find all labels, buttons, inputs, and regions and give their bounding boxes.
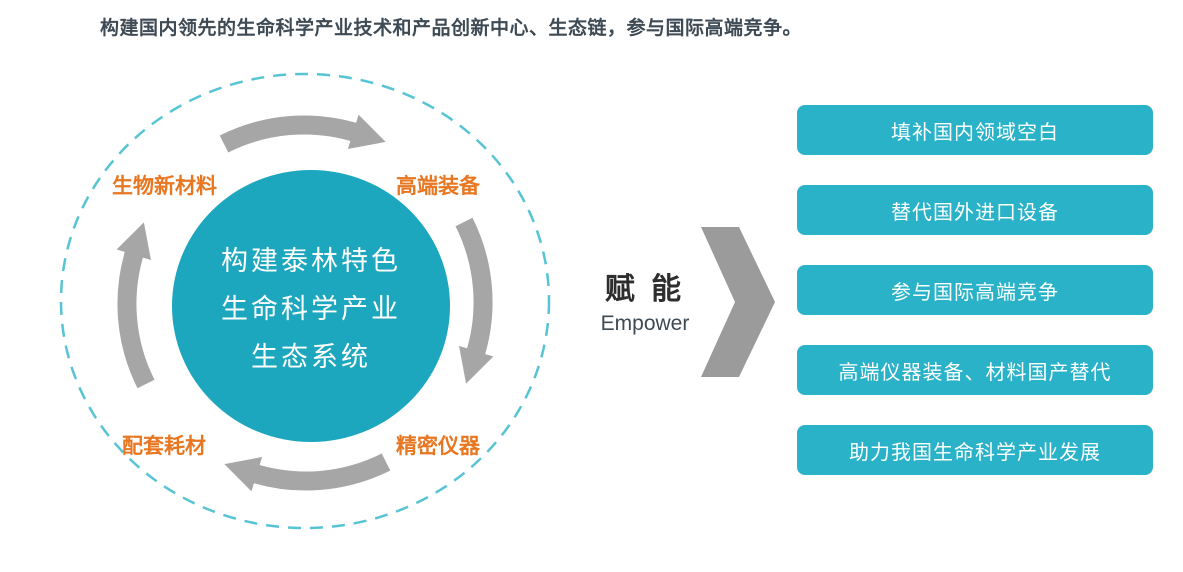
cycle-arrow-left-icon xyxy=(116,222,155,389)
cycle-label-precision-instruments: 精密仪器 xyxy=(396,435,480,458)
cycle-label-bio-materials: 生物新材料 xyxy=(112,175,217,198)
outcome-box: 助力我国生命科学产业发展 xyxy=(797,425,1153,475)
center-line-1: 构建泰林特色 xyxy=(221,245,401,276)
outcome-box: 参与国际高端竞争 xyxy=(797,265,1153,315)
empower-label-group: 赋 能 Empower xyxy=(590,264,700,336)
cycle-arrow-bottom-icon xyxy=(224,453,391,492)
chevron-right-icon xyxy=(701,227,775,377)
center-line-2: 生命科学产业 xyxy=(221,293,401,324)
outcome-box: 填补国内领域空白 xyxy=(797,105,1153,155)
outcome-box: 高端仪器装备、材料国产替代 xyxy=(797,345,1153,395)
cycle-label-consumables: 配套耗材 xyxy=(122,435,206,458)
empower-label-zh: 赋 能 xyxy=(604,273,686,306)
page-title: 构建国内领先的生命科学产业技术和产品创新中心、生态链，参与国际高端竞争。 xyxy=(100,18,803,39)
empower-label-en: Empower xyxy=(600,312,690,335)
cycle-center-circle: 构建泰林特色 生命科学产业 生态系统 xyxy=(172,170,450,442)
cycle-label-high-end-equipment: 高端装备 xyxy=(396,175,480,198)
outcome-list: 填补国内领域空白 替代国外进口设备 参与国际高端竞争 高端仪器装备、材料国产替代… xyxy=(797,105,1153,475)
outcome-box: 替代国外进口设备 xyxy=(797,185,1153,235)
center-line-3: 生态系统 xyxy=(251,341,371,372)
cycle-arrow-top-icon xyxy=(219,114,386,153)
cycle-arrow-right-icon xyxy=(455,217,494,384)
